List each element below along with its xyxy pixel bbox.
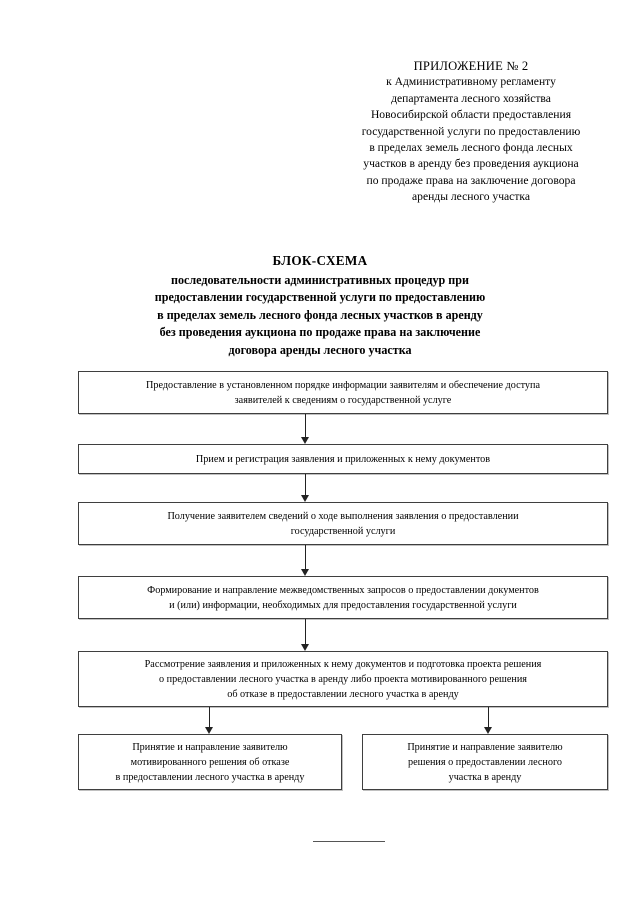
connector-node5-to-node7-arrowhead: [484, 727, 492, 734]
node-4-line-1: Формирование и направление межведомствен…: [147, 584, 539, 596]
connector-node4-to-node5: [305, 619, 306, 647]
node-6-line-2: мотивированного решения об отказе: [130, 756, 290, 768]
flow-node-review-and-draft-decision: Рассмотрение заявления и приложенных к н…: [78, 651, 608, 707]
header-line-2: к Административному регламенту: [386, 75, 556, 89]
node-3-line-1: Получение заявителем сведений о ходе вып…: [167, 510, 519, 522]
node-5-line-2: о предоставлении лесного участка в аренд…: [159, 673, 527, 685]
connector-node1-to-node2-arrowhead: [301, 437, 309, 444]
header-line-9: аренды лесного участка: [412, 190, 530, 204]
appendix-reference-header: ПРИЛОЖЕНИЕ № 2 к Административному регла…: [330, 58, 612, 206]
node-5-line-1: Рассмотрение заявления и приложенных к н…: [144, 658, 542, 670]
flow-node-interagency-requests: Формирование и направление межведомствен…: [78, 576, 608, 619]
connector-node3-to-node4-arrowhead: [301, 569, 309, 576]
connector-node4-to-node5-arrowhead: [301, 644, 309, 651]
connector-node1-to-node2: [305, 414, 306, 440]
title-main: БЛОК-СХЕМА: [272, 253, 368, 268]
node-5-line-3: об отказе в предоставлении лесного участ…: [227, 688, 459, 700]
node-3-line-2: государственной услуги: [290, 525, 396, 537]
flow-node-information-provision: Предоставление в установленном порядке и…: [78, 371, 608, 414]
connector-node2-to-node3-arrowhead: [301, 495, 309, 502]
node-4-line-2: и (или) информации, необходимых для пред…: [169, 599, 517, 611]
connector-node2-to-node3: [305, 474, 306, 498]
node-6-line-3: в предоставлении лесного участка в аренд…: [115, 771, 305, 783]
connector-node5-to-node6-arrowhead: [205, 727, 213, 734]
node-6-line-1: Принятие и направление заявителю: [132, 741, 288, 753]
connector-node5-to-node7: [488, 707, 489, 730]
title-line-5: договора аренды лесного участка: [228, 342, 412, 357]
title-line-4: без проведения аукциона по продаже права…: [159, 325, 481, 340]
node-1-line-1: Предоставление в установленном порядке и…: [146, 379, 540, 391]
header-line-8: по продаже права на заключение договора: [366, 173, 576, 187]
node-7-line-2: решения о предоставлении лесного: [408, 756, 562, 768]
title-line-3: в пределах земель лесного фонда лесных у…: [157, 307, 483, 322]
title-line-2: предоставлении государственной услуги по…: [154, 290, 486, 305]
page-title: БЛОК-СХЕМА последовательности администра…: [60, 252, 580, 360]
title-line-1: последовательности административных проц…: [171, 272, 469, 287]
header-line-5: государственной услуги по предоставлению: [361, 124, 581, 138]
node-2-line-1: Прием и регистрация заявления и приложен…: [195, 453, 491, 465]
connector-node5-to-node6: [209, 707, 210, 730]
node-7-line-1: Принятие и направление заявителю: [407, 741, 563, 753]
footer-divider: [313, 841, 385, 842]
connector-node3-to-node4: [305, 545, 306, 572]
header-line-3: департамента лесного хозяйства: [391, 91, 551, 105]
header-line-1: ПРИЛОЖЕНИЕ № 2: [413, 59, 529, 73]
flow-node-status-inquiry: Получение заявителем сведений о ходе вып…: [78, 502, 608, 545]
flow-node-refusal-decision: Принятие и направление заявителю мотивир…: [78, 734, 342, 790]
header-line-6: в пределах земель лесного фонда лесных: [369, 141, 573, 155]
node-7-line-3: участка в аренду: [448, 771, 522, 783]
flow-node-application-registration: Прием и регистрация заявления и приложен…: [78, 444, 608, 474]
header-line-7: участков в аренду без проведения аукцион…: [363, 157, 579, 171]
flow-node-approval-decision: Принятие и направление заявителю решения…: [362, 734, 608, 790]
header-line-4: Новосибирской области предоставления: [370, 108, 572, 122]
node-1-line-2: заявителей к сведениям о государственной…: [234, 394, 452, 406]
